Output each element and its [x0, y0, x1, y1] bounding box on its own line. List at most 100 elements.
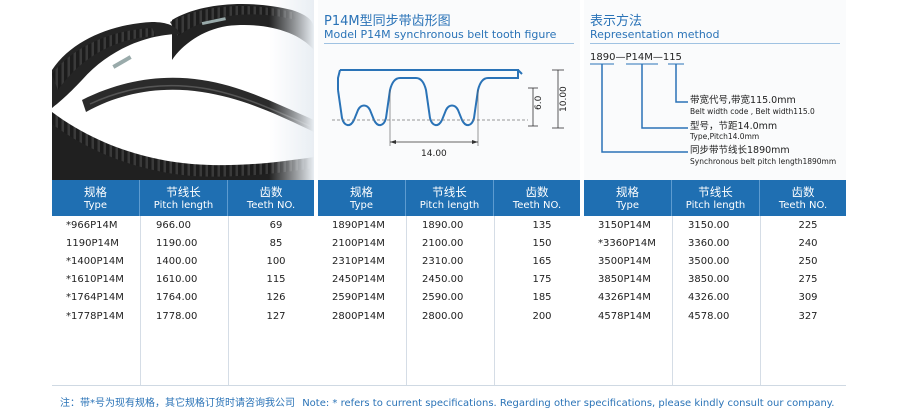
cell-type: *3360P14M: [598, 237, 656, 249]
cell-type: 2310P14M: [332, 255, 385, 267]
cell-pitch: 1764.00: [156, 292, 198, 304]
representation-title-rule: [590, 43, 840, 44]
cell-type: *1400P14M: [66, 255, 124, 267]
cell-type: *1610P14M: [66, 274, 124, 286]
table-row: 2310P14M 2310.00 165: [318, 252, 580, 270]
column-divider: [406, 216, 407, 385]
cell-type: *1764P14M: [66, 292, 124, 304]
cell-type: 2800P14M: [332, 310, 385, 322]
footer-note-cn: 注：带*号为现有规格，其它规格订货时请咨询我公司: [60, 398, 295, 409]
table-row: 2800P14M 2800.00 200: [318, 307, 580, 325]
cell-type: 3150P14M: [598, 219, 651, 231]
cell-teeth: 200: [532, 310, 552, 322]
cell-teeth: 135: [532, 219, 552, 231]
figure-title-en: Model P14M synchronous belt tooth figure: [324, 28, 557, 41]
header-type-en: Type: [616, 199, 639, 211]
header-teeth-en: Teeth NO.: [778, 199, 828, 211]
cell-type: 2100P14M: [332, 237, 385, 249]
cell-pitch: 3360.00: [688, 237, 730, 249]
header-teeth-en: Teeth NO.: [512, 199, 562, 211]
column-divider: [140, 216, 141, 385]
cell-teeth: 126: [266, 292, 286, 304]
cell-pitch: 3500.00: [688, 255, 730, 267]
cell-teeth: 127: [266, 310, 286, 322]
representation-diagram: 1890—P14M—115 带宽代号,带宽115.0mm Belt width …: [590, 52, 836, 166]
cell-type: 1190P14M: [66, 237, 119, 249]
header-type-en: Type: [350, 199, 373, 211]
cell-type: 4326P14M: [598, 292, 651, 304]
column-divider: [228, 216, 229, 385]
header-type-cn: 规格: [350, 184, 373, 199]
width-label-cn: 带宽代号,带宽115.0mm: [690, 94, 796, 106]
tooth-figure-panel: P14M型同步带齿形图 Model P14M synchronous belt …: [318, 0, 580, 180]
cell-teeth: 275: [798, 274, 818, 286]
header-teeth-cn: 齿数: [525, 184, 549, 199]
table-row: *1610P14M 1610.00 115: [52, 271, 314, 289]
cell-teeth: 175: [532, 274, 552, 286]
header-pitch-en: Pitch length: [419, 199, 480, 211]
photo-shade: [269, 0, 314, 180]
footer-rule: [52, 385, 846, 386]
cell-pitch: 3150.00: [688, 219, 730, 231]
cell-teeth: 115: [266, 274, 286, 286]
column-divider: [494, 216, 495, 385]
table-row: *1764P14M 1764.00 126: [52, 289, 314, 307]
cell-pitch: 4326.00: [688, 292, 730, 304]
cell-type: 2590P14M: [332, 292, 385, 304]
cell-teeth: 165: [532, 255, 552, 267]
representation-title-cn: 表示方法: [590, 14, 643, 29]
length-label-cn: 同步带节线长1890mm: [690, 144, 790, 156]
cell-teeth: 100: [266, 255, 286, 267]
cell-type: 4578P14M: [598, 310, 651, 322]
table-row: 2450P14M 2450.00 175: [318, 271, 580, 289]
representation-panel: 表示方法 Representation method 1890—P14M—115…: [584, 0, 846, 180]
table-row: 4326P14M 4326.00 309: [584, 289, 846, 307]
header-pitch-cn: 节线长: [432, 184, 467, 199]
cell-pitch: 1190.00: [156, 237, 198, 249]
header-pitch-cn: 节线长: [166, 184, 201, 199]
top-section: P14M型同步带齿形图 Model P14M synchronous belt …: [0, 0, 900, 180]
cell-teeth: 309: [798, 292, 818, 304]
cell-pitch: 4578.00: [688, 310, 730, 322]
header-teeth-cn: 齿数: [259, 184, 283, 199]
length-label-en: Synchronous belt pitch length1890mm: [690, 157, 836, 166]
header-pitch-en: Pitch length: [685, 199, 746, 211]
cell-type: *966P14M: [66, 219, 118, 231]
dim-height-small: 6.0: [534, 95, 544, 110]
figure-title-cn: P14M型同步带齿形图: [324, 14, 451, 29]
cell-pitch: 2590.00: [422, 292, 464, 304]
figure-title-rule: [324, 43, 574, 44]
cell-pitch: 2450.00: [422, 274, 464, 286]
cell-pitch: 1610.00: [156, 274, 198, 286]
tooth-profile-drawing: 6.0 10.00 14.00: [332, 69, 569, 159]
cell-pitch: 2310.00: [422, 255, 464, 267]
cell-teeth: 150: [532, 237, 552, 249]
cell-type: 2450P14M: [332, 274, 385, 286]
cell-pitch: 2800.00: [422, 310, 464, 322]
header-type-cn: 规格: [616, 184, 639, 199]
cell-type: 3850P14M: [598, 274, 651, 286]
cell-pitch: 1890.00: [422, 219, 464, 231]
